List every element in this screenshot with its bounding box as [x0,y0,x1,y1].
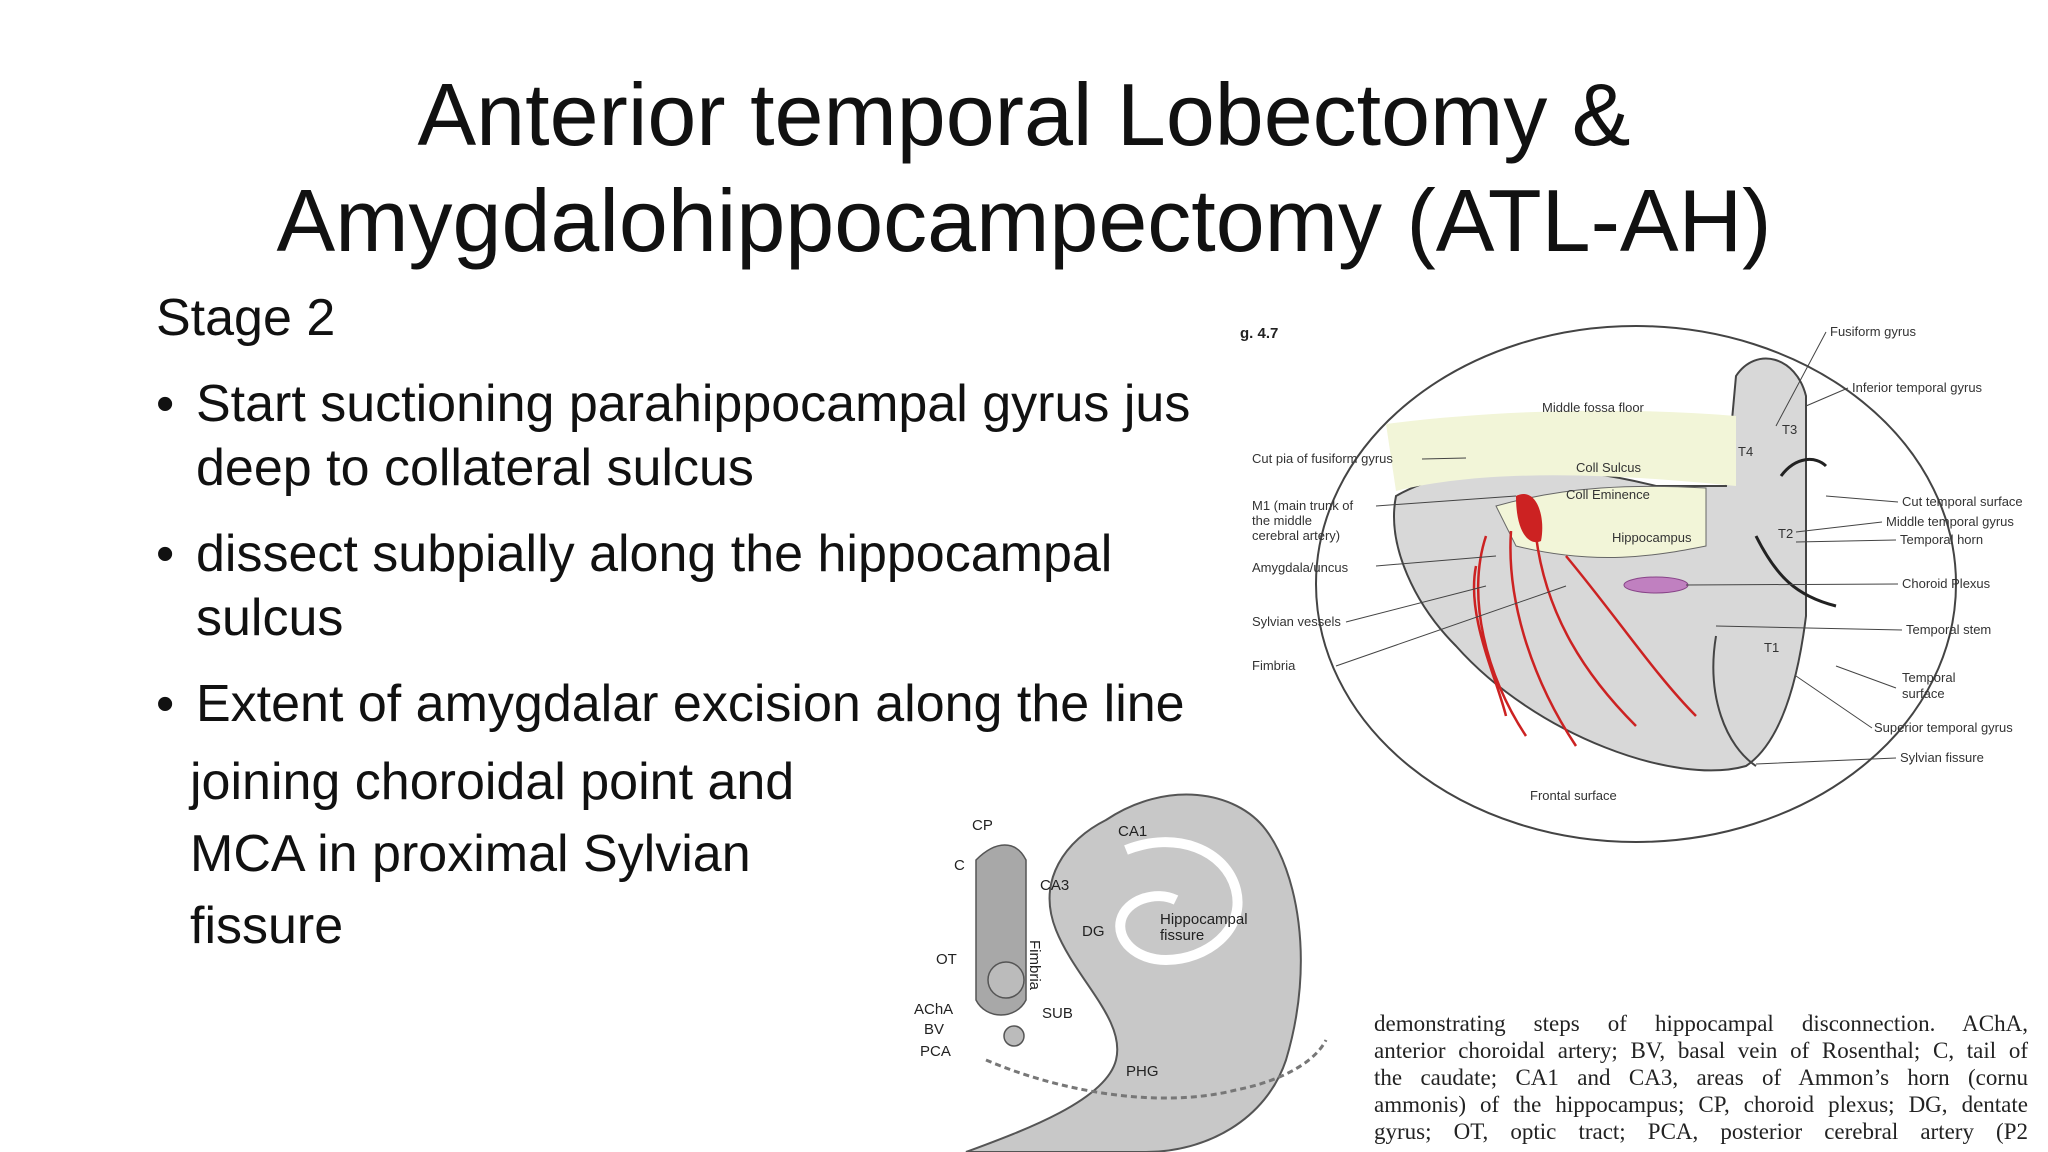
label-acha: AChA [914,1001,953,1018]
label-hippocampal-fissure: Hippocampal [1160,911,1248,928]
label-sylvian-vessels: Sylvian vessels [1252,614,1341,629]
label-sub: SUB [1042,1005,1073,1022]
figure-caption: demonstrating steps of hippocampal disco… [1374,1010,2028,1145]
label-hippocampus: Hippocampus [1612,530,1692,545]
bullet-item: • dissect subpially along the hippocampa… [156,522,1246,650]
label-bv: BV [924,1021,944,1038]
optic-tract-shape [987,961,1025,999]
temporal-lobe-diagram: g. 4.7 Cut pia of fusiform gyrus M1 (mai… [1240,324,2023,843]
gyrus-contour [1754,457,1837,608]
bullet-item: • Extent of amygdalar excision along the… [156,672,1246,736]
caption-line: gyrus; OT, optic tract; PCA, posterior c… [1374,1119,2028,1144]
label-fusiform: Fusiform gyrus [1830,324,1916,339]
label-coll-sulcus: Coll Sulcus [1576,460,1642,475]
temporal-stem-line [1712,635,1757,767]
label-middle-temporal: Middle temporal gyrus [1886,514,2014,529]
hippocampus-region [1495,485,1707,559]
vessel-shape [1003,1025,1025,1047]
label-t2: T2 [1778,526,1793,541]
sylvian-vessels [1472,530,1697,747]
label-hippocampal-fissure: fissure [1160,927,1204,944]
label-pca: PCA [920,1043,951,1060]
label-phg: PHG [1126,1063,1159,1080]
label-t4: T4 [1738,444,1753,459]
slide-title: Anterior temporal Lobectomy & Amygdalohi… [0,62,2048,274]
bullet-dot-icon: • [156,675,175,733]
label-dg: DG [1082,923,1105,940]
label-t1: T1 [1764,640,1779,655]
hippocampus-cross-section-diagram: CP C CA1 CA3 Fimbria DG Hippocampal fiss… [914,760,1376,1152]
left-leader-lines [1335,457,1567,667]
figure-number: g. 4.7 [1240,325,1278,342]
label-temporal-surface: Temporal [1902,670,1956,685]
bullet-text-line: deep to collateral sulcus [196,439,754,497]
middle-fossa-highlight [1386,410,1736,491]
label-m1: cerebral artery) [1252,528,1340,543]
continuation-line: fissure [190,897,344,955]
cornu-ammonis-band [1115,837,1243,966]
bullet-list: • Start suctioning parahippocampal gyrus… [156,372,1246,758]
label-temporal-horn: Temporal horn [1900,532,1983,547]
label-fimbria: Fimbria [1252,658,1296,673]
label-amygdala: Amygdala/uncus [1252,560,1349,575]
label-m1: M1 (main trunk of [1252,498,1354,513]
bullet-text-line: Start suctioning parahippocampal gyrus j… [196,375,1191,433]
label-choroid-plexus: Choroid Plexus [1902,576,1991,591]
choroid-plexus-shape [1623,576,1689,594]
label-m1: the middle [1252,513,1312,528]
label-middle-fossa: Middle fossa floor [1542,400,1645,415]
caption-line: demonstrating steps of hippocampal disco… [1374,1011,2028,1036]
label-fimbria: Fimbria [1026,940,1043,991]
subiculum-line [985,1039,1328,1100]
bullet-text-line: Extent of amygdalar excision along the l… [196,675,1185,733]
label-ca1: CA1 [1118,823,1147,840]
label-coll-eminence: Coll Eminence [1566,487,1650,502]
bullet-dot-icon: • [156,525,175,583]
label-temporal-surface: surface [1902,686,1945,701]
label-cut-pia: Cut pia of fusiform gyrus [1252,451,1393,466]
label-t3: T3 [1782,422,1797,437]
stage-heading: Stage 2 [156,289,336,347]
label-cut-temporal-surface: Cut temporal surface [1902,494,2023,509]
caption-line: anterior choroidal artery; BV, basal vei… [1374,1038,2028,1063]
label-temporal-stem: Temporal stem [1906,622,1991,637]
label-sylvian-fissure: Sylvian fissure [1900,750,1984,765]
continuation-line: joining choroidal point and [190,753,795,811]
label-inferior-temporal: Inferior temporal gyrus [1852,380,1983,395]
right-leader-lines [1685,331,1903,765]
caption-line: ammonis) of the hippocampus; CP, choroid… [1374,1092,2028,1117]
label-c: C [954,857,965,874]
bullet-item: • Start suctioning parahippocampal gyrus… [156,372,1246,500]
continuation-line: MCA in proximal Sylvian [190,825,751,883]
label-frontal-surface: Frontal surface [1530,788,1617,803]
label-cp: CP [972,817,993,834]
title-line-2: Amygdalohippocampectomy (ATL-AH) [276,171,1772,270]
label-ot: OT [936,951,957,968]
bullet-text-line: sulcus [196,589,344,647]
bullet-text-line: dissect subpially along the hippocampal [196,525,1113,583]
m1-artery-shape [1516,494,1543,543]
label-ca3: CA3 [1040,877,1069,894]
caption-line: the caudate; CA1 and CA3, areas of Ammon… [1374,1065,2028,1090]
label-superior-temporal: Superior temporal gyrus [1874,720,2013,735]
bullet-dot-icon: • [156,375,175,433]
title-line-1: Anterior temporal Lobectomy & [417,65,1631,164]
